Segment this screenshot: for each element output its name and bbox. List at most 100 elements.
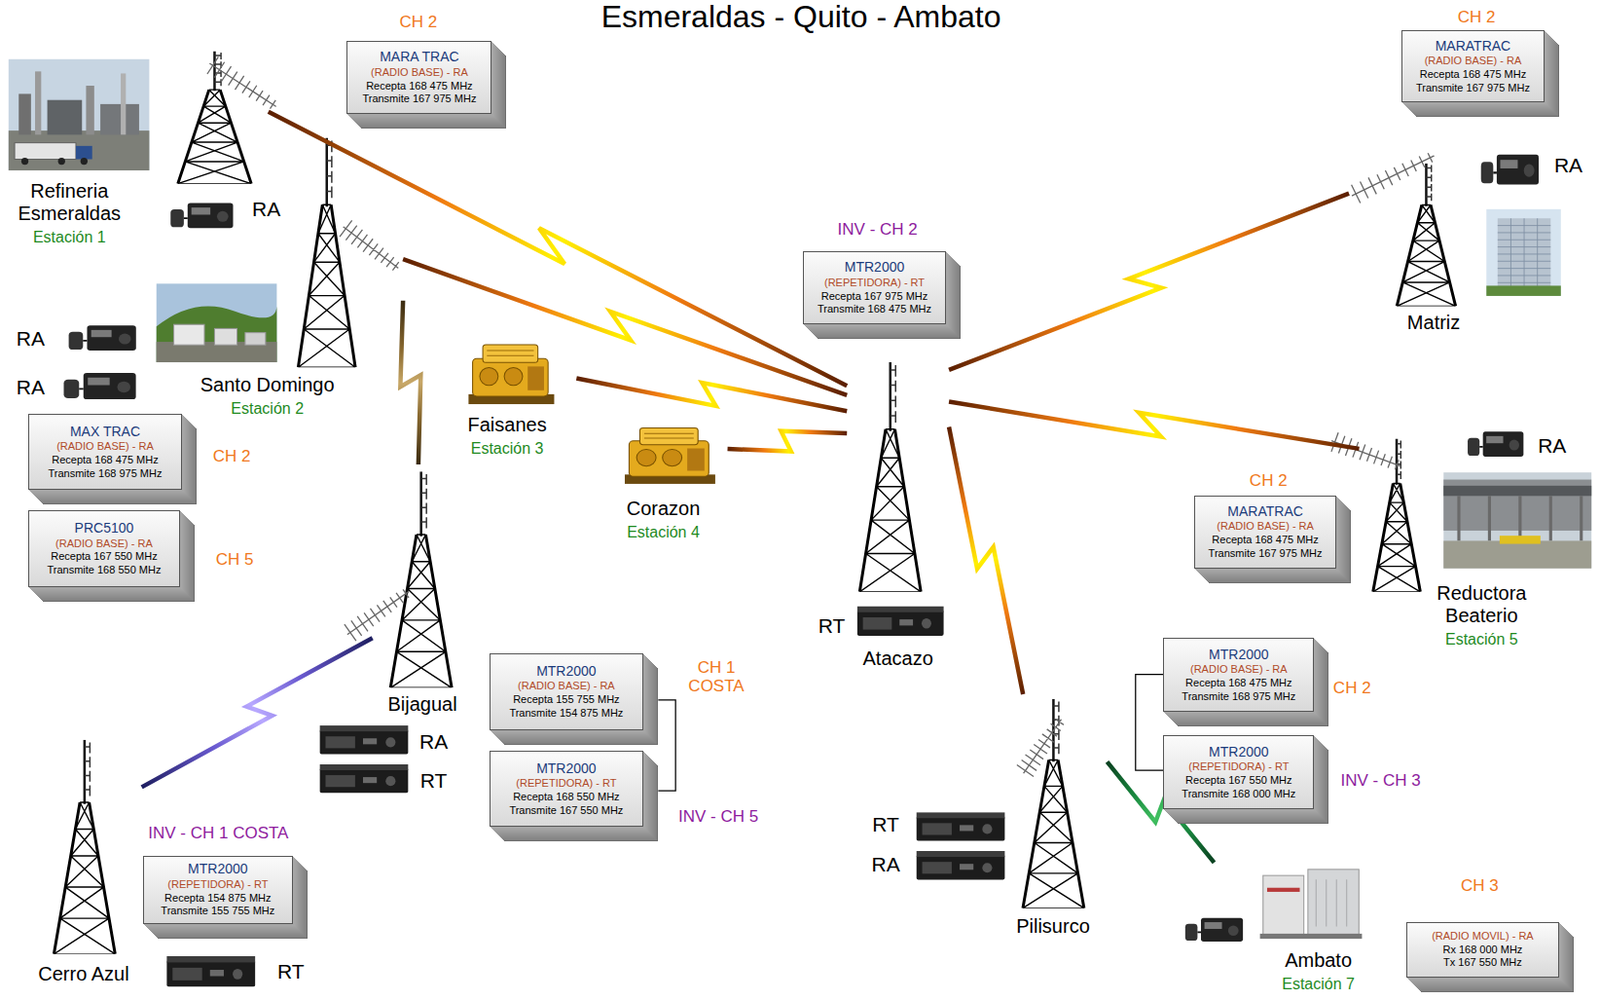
frequency-line: Tx 167 550 MHz — [1415, 955, 1551, 970]
channel-label: INV - CH 2 — [837, 220, 918, 240]
radio-info-box: MAX TRAC(RADIO BASE) - RARecepta 168 475… — [28, 413, 182, 491]
site-name: Corazon — [607, 497, 720, 520]
tower-icon — [178, 50, 252, 183]
site-label-group: Refineria EsmeraldasEstación 1 — [7, 180, 131, 247]
yagi-antenna — [341, 582, 416, 644]
generator-icon — [624, 427, 716, 483]
base-radio-icon — [170, 203, 233, 229]
site-name: Faisanes — [450, 413, 563, 437]
tower-icon — [297, 137, 356, 367]
site-node: Bijagual — [372, 464, 475, 720]
equipment-model: MTR2000 — [498, 760, 634, 778]
tower-icon — [1396, 163, 1455, 307]
frequency-line: Transmite 154 875 MHz — [498, 706, 634, 721]
equipment-role: (REPETIDORA) - RT — [498, 776, 634, 791]
radio-role-label: RT — [818, 614, 846, 637]
channel-label: CH 2 — [1457, 7, 1496, 27]
rack-radio-icon — [915, 850, 1005, 879]
site-name: Pilisurco — [1004, 914, 1102, 938]
diagram-title: Esmeraldas - Quito - Ambato — [601, 0, 1002, 35]
frequency-line: Recepta 154 875 MHz — [151, 891, 285, 906]
site-label-group: Reductora BeaterioEstación 5 — [1405, 581, 1559, 649]
site-node: Refineria EsmeraldasEstación 1 — [4, 48, 269, 265]
site-label-group: AmbatoEstación 7 — [1251, 948, 1384, 993]
station-number: Estación 4 — [607, 522, 720, 542]
site-name: Santo Domingo — [185, 373, 350, 397]
equipment-role: (RADIO MOVIL) - RA — [1415, 929, 1551, 944]
channel-label: CH 2 — [213, 446, 252, 466]
site-name: Bijagual — [373, 692, 472, 716]
channel-label: INV - CH 3 — [1340, 771, 1420, 791]
equipment-role: (RADIO BASE) - RA — [355, 66, 483, 80]
channel-label: CH 1 COSTA — [686, 658, 747, 695]
frequency-line: Rx 168 000 MHz — [1415, 943, 1551, 957]
channel-label: INV - CH 5 — [678, 806, 759, 826]
radio-role-label: RT — [277, 960, 305, 983]
beaterio-photo — [1443, 472, 1592, 569]
yagi-antennas — [204, 54, 1440, 779]
site-name: Reductora Beaterio — [1405, 581, 1559, 627]
equipment-model: MARATRAC — [1410, 37, 1537, 56]
radio-link — [268, 111, 847, 386]
equipment-role: (RADIO BASE) - RA — [36, 537, 171, 551]
base-radio-icon — [1481, 154, 1539, 185]
equipment-model: MAX TRAC — [36, 423, 173, 441]
frequency-line: Transmite 168 475 MHz — [811, 302, 938, 317]
frequency-line: Recepta 168 475 MHz — [1202, 533, 1329, 547]
radio-link — [142, 637, 373, 787]
radio-link — [400, 300, 421, 465]
site-node: CorazonEstación 4 — [607, 418, 728, 557]
equipment-role: (RADIO BASE) - RA — [498, 679, 634, 693]
radio-info-box: MTR2000(REPETIDORA) - RTRecepta 167 975 … — [802, 251, 946, 325]
radio-role-label: RT — [872, 813, 900, 837]
rack-radio-icon — [319, 763, 408, 793]
site-node: Santo DomingoEstación 2 — [183, 138, 403, 435]
frequency-line: Recepta 168 475 MHz — [36, 453, 173, 468]
site-node: Cerro Azul — [20, 734, 143, 995]
radio-role-label: RA — [1537, 435, 1566, 458]
station-number: Estación 3 — [450, 438, 563, 458]
equipment-role: (REPETIDORA) - RT — [151, 877, 285, 892]
bracket — [1135, 674, 1164, 771]
radio-info-box: MTR2000(REPETIDORA) - RTRecepta 167 550 … — [1163, 734, 1314, 810]
yagi-antenna — [1327, 431, 1404, 476]
radio-info-box: MARA TRAC(RADIO BASE) - RARecepta 168 47… — [346, 40, 492, 114]
station-number: Estación 5 — [1405, 629, 1559, 649]
site-label-group: Pilisurco — [1004, 914, 1102, 938]
radio-info-box: MTR2000(RADIO BASE) - RARecepta 168 475 … — [1163, 637, 1314, 711]
channel-label: INV - CH 1 COSTA — [147, 823, 289, 842]
frequency-line: Transmite 167 975 MHz — [1410, 81, 1537, 96]
radios — [64, 154, 1539, 987]
tower-icon — [53, 739, 115, 954]
site-label-group: Cerro Azul — [27, 962, 140, 985]
plant-photo — [156, 283, 278, 363]
site-node: Reductora BeaterioEstación 5 — [1359, 428, 1564, 679]
equipment-role: (RADIO BASE) - RA — [1202, 519, 1329, 534]
yagi-antenna — [1346, 145, 1439, 205]
radio-info-box: MTR2000(REPETIDORA) - RTRecepta 154 875 … — [143, 855, 293, 924]
yagi-antenna — [336, 218, 405, 277]
radio-info-box: MTR2000(RADIO BASE) - RARecepta 155 755 … — [489, 653, 643, 730]
radio-role-label: RA — [419, 730, 448, 754]
site-name: Cerro Azul — [27, 962, 140, 985]
radio-role-label: RA — [1554, 153, 1583, 177]
site-label-group: Santo DomingoEstación 2 — [185, 373, 350, 418]
station-number: Estación 2 — [185, 399, 350, 418]
frequency-line: Transmite 168 550 MHz — [36, 563, 171, 578]
radio-info-box: (RADIO MOVIL) - RARx 168 000 MHzTx 167 5… — [1406, 921, 1560, 979]
frequency-line: Recepta 167 975 MHz — [811, 290, 938, 304]
radio-role-label: RA — [16, 376, 45, 400]
base-radio-icon — [1185, 917, 1243, 942]
channel-label: CH 2 — [1333, 678, 1372, 697]
site-node: FaisanesEstación 3 — [448, 336, 577, 475]
refinery-photo — [8, 59, 150, 171]
radio-link — [948, 426, 1023, 693]
site-node: Atacazo — [846, 357, 949, 674]
site-name: Atacazo — [849, 647, 947, 670]
equipment-model: PRC5100 — [36, 519, 171, 538]
radio-link — [727, 431, 848, 452]
frequency-line: Recepta 167 550 MHz — [1171, 773, 1306, 788]
